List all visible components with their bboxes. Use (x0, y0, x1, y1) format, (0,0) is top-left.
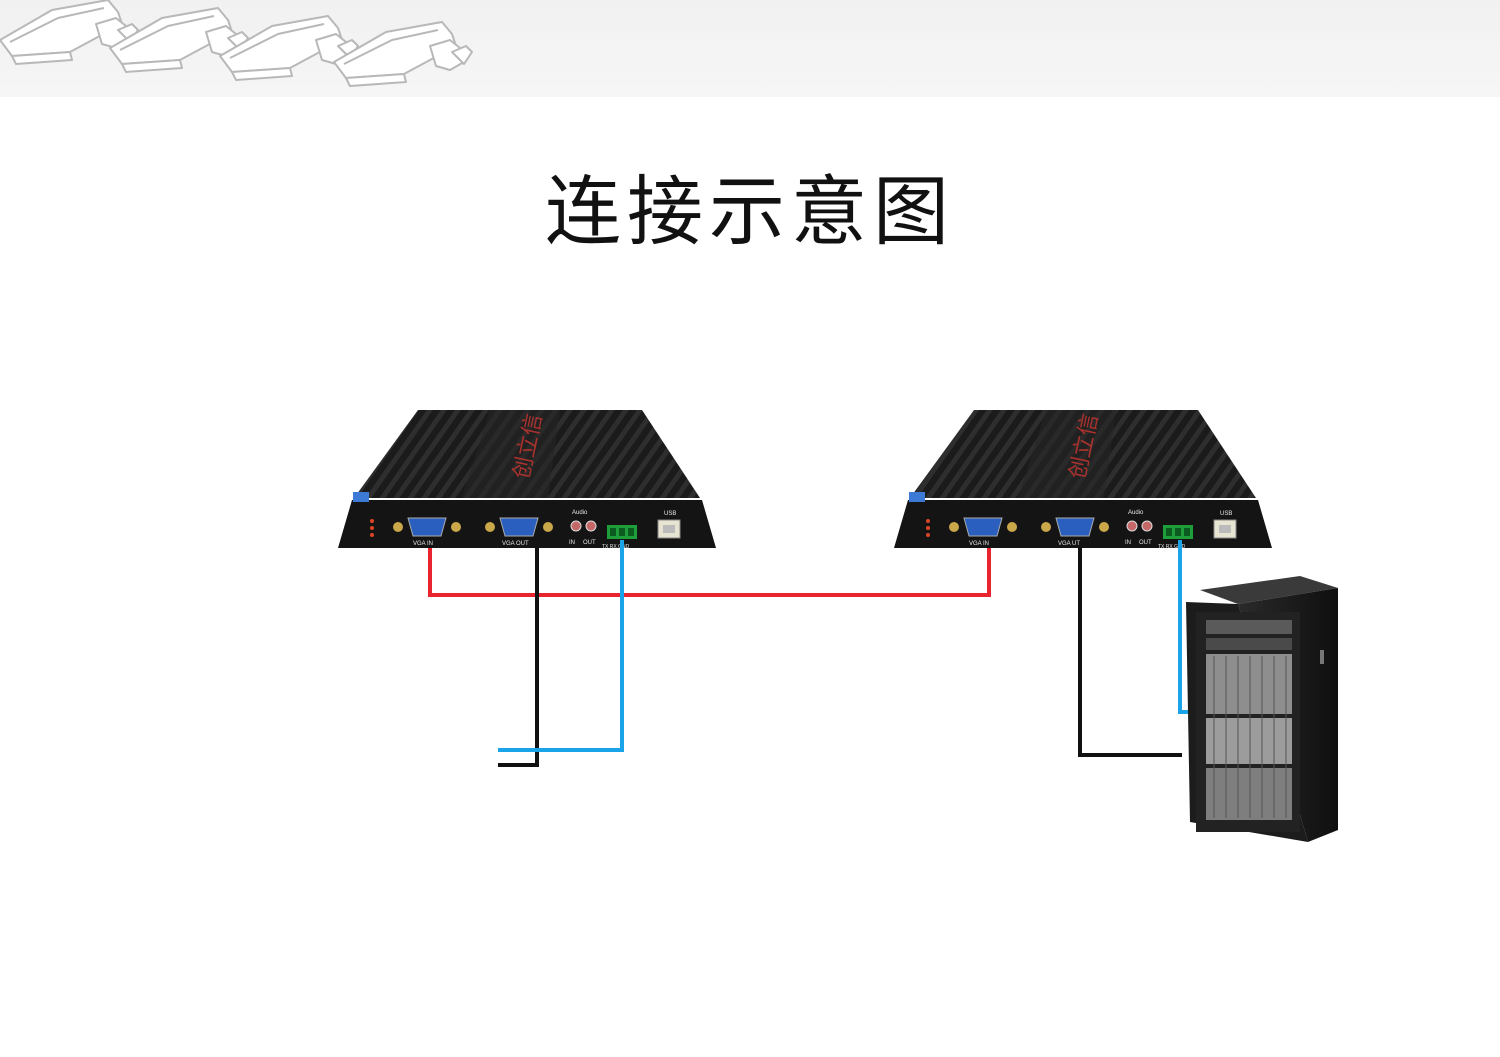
usb-label: USB (664, 511, 676, 517)
camera-icon (333, 21, 473, 87)
led-indicator (926, 533, 930, 537)
audio-label: Audio (572, 510, 588, 516)
vga-in-port: VGA IN (393, 517, 461, 547)
page-title: 连接示意图 (545, 167, 955, 256)
usb-port: USB (1213, 511, 1237, 539)
data-terminal-block: TX RX GND (1158, 525, 1193, 550)
audio-label: Audio (1128, 510, 1144, 516)
blue-data-cable-left (498, 540, 624, 752)
led-indicator (926, 526, 930, 530)
device-label-sticker (909, 492, 925, 502)
led-indicator (370, 533, 374, 537)
usb-label: USB (1220, 511, 1232, 517)
black-vga-cable-right (1078, 548, 1182, 757)
led-indicator (926, 519, 930, 523)
terminal-label: TX RX GND (1158, 544, 1186, 550)
vga-out-port: VGA OUT (485, 517, 553, 547)
terminal-label: TX RX GND (602, 544, 630, 550)
led-indicator (370, 519, 374, 523)
usb-port: USB (657, 511, 681, 539)
audio-out-jack (1141, 520, 1153, 532)
black-vga-cable-left (498, 548, 539, 767)
fiber-transceiver-left: 创立信 VGA IN VGA OUT Audio IN OUT (338, 410, 716, 550)
red-fiber-cable (428, 548, 991, 597)
audio-in-label: IN (1125, 540, 1131, 546)
camera-icon (219, 15, 359, 81)
device-label-sticker (353, 492, 369, 502)
audio-ports: Audio IN OUT (569, 510, 597, 546)
audio-in-label: IN (569, 540, 575, 546)
led-indicator (370, 526, 374, 530)
audio-out-label: OUT (583, 540, 596, 546)
vga-in-label: VGA IN (969, 541, 989, 547)
vga-out-port: VGA UT (1041, 517, 1109, 547)
audio-in-jack (570, 520, 582, 532)
audio-in-jack (1126, 520, 1138, 532)
audio-ports: Audio IN OUT (1125, 510, 1153, 546)
server-rack-icon (1186, 576, 1338, 842)
audio-out-jack (585, 520, 597, 532)
fiber-transceiver-right: 创立信 VGA IN VGA UT Audio IN OUT (894, 410, 1272, 550)
audio-out-label: OUT (1139, 540, 1152, 546)
data-terminal-block: TX RX GND (602, 525, 637, 550)
vga-out-label: VGA OUT (502, 541, 529, 547)
vga-in-label: VGA IN (413, 541, 433, 547)
vga-in-port: VGA IN (949, 517, 1017, 547)
vga-out-label: VGA UT (1058, 541, 1080, 547)
